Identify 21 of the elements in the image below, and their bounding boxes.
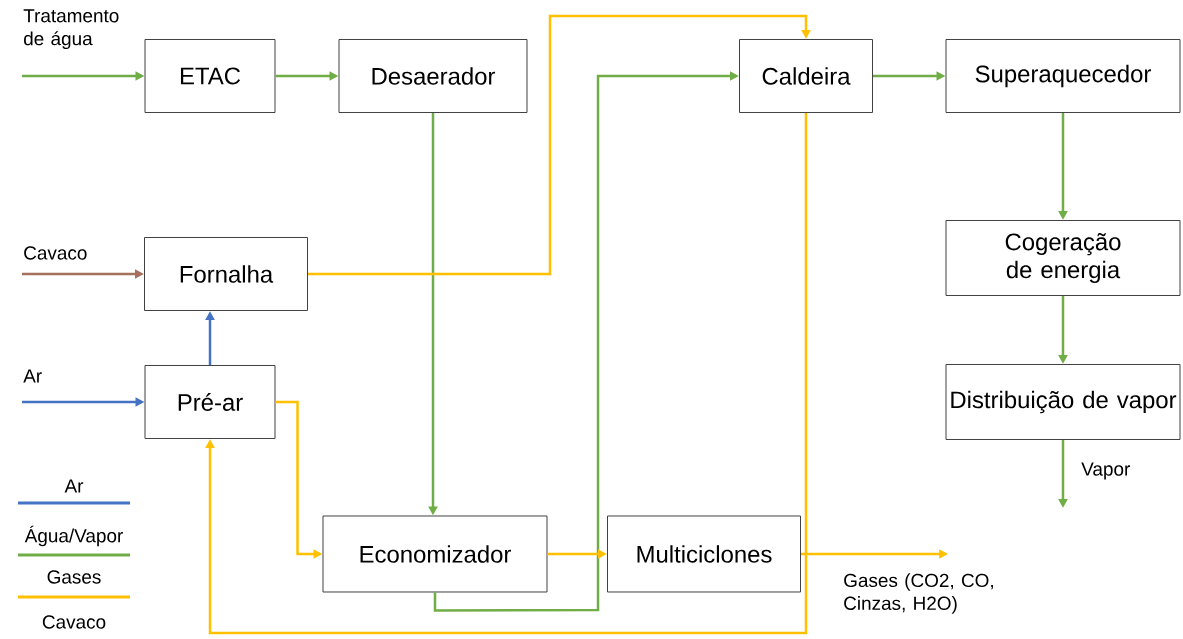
process-box: Pré-ar [144, 365, 276, 439]
process-box: Fornalha [144, 237, 308, 311]
legend-label: Ar [64, 479, 84, 493]
process-box: ETAC [144, 39, 276, 113]
arrow [205, 113, 808, 635]
arrow [308, 14, 811, 276]
legend-label: Gases [47, 570, 101, 584]
process-box: Superaquecedor [945, 39, 1181, 113]
legend-label: Cavaco [42, 615, 106, 629]
flow-label: Ar [23, 369, 42, 383]
flow-label: Cavaco [24, 246, 87, 260]
process-box: Caldeira [739, 39, 873, 113]
flow-label: Tratamento de água [23, 9, 119, 50]
process-box: Distribuição de vapor [945, 364, 1181, 440]
legend-label: Água/Vapor [24, 525, 123, 547]
process-box: Cogeração de energia [945, 220, 1181, 296]
process-box: Economizador [322, 515, 548, 593]
flow-label: Gases (CO2, CO, Cinzas, H2O) [844, 573, 993, 614]
process-box: Multiciclones [607, 515, 801, 593]
process-box: Desaerador [338, 39, 528, 113]
flow-label: Vapor [1081, 462, 1130, 480]
